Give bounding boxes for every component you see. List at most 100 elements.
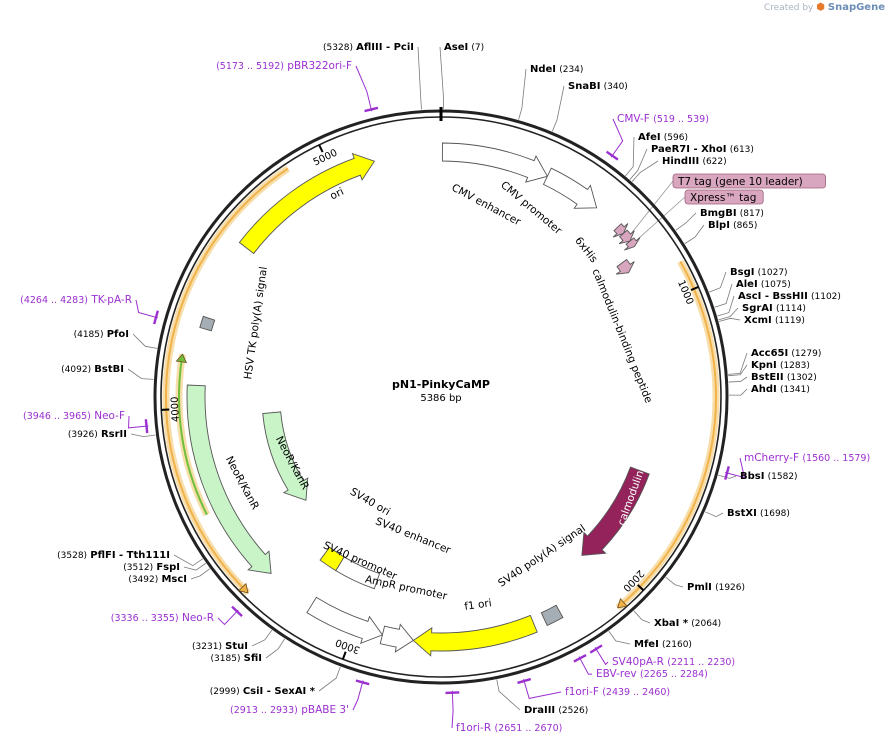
enzyme-leader-line — [318, 666, 341, 692]
enzyme-label-paer7i[interactable]: PaeR7I - XhoI (613) — [651, 144, 754, 155]
enzyme-label-ndei[interactable]: NdeI (234) — [530, 64, 583, 75]
enzyme-label-sgrai[interactable]: SgrAI (1114) — [742, 303, 806, 314]
feature-cmv-enhancer[interactable] — [441, 142, 549, 183]
enzyme-label-acc65i[interactable]: Acc65I (1279) — [751, 348, 821, 359]
enzyme-label-bbsi[interactable]: BbsI (1582) — [740, 471, 798, 482]
feature-cmv-promoter[interactable] — [542, 167, 598, 209]
enzyme-label-bsteii[interactable]: BstEII (1302) — [751, 372, 817, 383]
feature-xpress-tag[interactable] — [624, 237, 641, 251]
primer-leader-line — [451, 690, 454, 729]
plasmid-center-label: pN1-PinkyCaMP 5386 bp — [392, 378, 490, 404]
feature-sv40-promoter[interactable] — [306, 596, 384, 645]
primer-site-mark — [605, 150, 619, 161]
enzyme-leader-line — [709, 271, 727, 293]
enzyme-label-sfii[interactable]: (3185) SfiI — [211, 653, 262, 664]
enzyme-label-stui[interactable]: (3231) StuI — [192, 641, 248, 652]
enzyme-label-rsrii[interactable]: (3926) RsrII — [68, 429, 127, 440]
primer-label-pbabe-3[interactable]: (2913 .. 2933) pBABE 3' — [230, 704, 349, 716]
enzyme-leader-line — [718, 474, 737, 479]
feature-label-f1-ori: f1 ori — [464, 597, 493, 613]
primer-site-mark — [724, 465, 730, 480]
feature-ori[interactable] — [238, 152, 376, 255]
enzyme-label-bstxi[interactable]: BstXI (1698) — [727, 508, 790, 519]
enzyme-label-xcmi[interactable]: XcmI (1119) — [744, 315, 805, 326]
feature-neor-kanr[interactable] — [186, 384, 272, 575]
tick-mark-5000 — [318, 144, 324, 153]
feature-label-6xhis: 6xHis — [572, 235, 599, 265]
enzyme-leader-line — [728, 388, 748, 396]
primer-label-mcherry-f[interactable]: mCherry-F (1560 .. 1579) — [744, 452, 870, 464]
primer-site-mark — [573, 653, 587, 663]
enzyme-label-hindiii[interactable]: HindIII (622) — [662, 156, 727, 167]
feature-sv40-poly-a-signal[interactable] — [540, 604, 564, 627]
enzyme-leader-line — [625, 136, 635, 177]
enzyme-label-draiii[interactable]: DraIII (2526) — [524, 705, 588, 716]
enzyme-leader-line — [608, 630, 631, 645]
orf-arcs — [162, 165, 720, 611]
feature-ampr-promoter[interactable] — [379, 623, 415, 653]
feature-f1-ori[interactable] — [412, 614, 538, 657]
enzyme-leader-line — [629, 148, 648, 180]
primer-label-cmv-f[interactable]: CMV-F (519 .. 539) — [617, 113, 709, 125]
enzyme-label-bmgbi[interactable]: BmgBI (817) — [700, 208, 764, 219]
enzyme-label-ahdi[interactable]: AhdI (1341) — [751, 384, 810, 395]
snapgene-branding: Created by ⬢ SnapGene — [764, 2, 885, 13]
feature-calmodulin[interactable] — [581, 466, 650, 556]
enzyme-leader-line — [251, 629, 273, 647]
feature-calmodulin-binding-peptide[interactable] — [615, 258, 635, 275]
enzyme-label-alei[interactable]: AleI (1075) — [736, 279, 791, 290]
feature-neor-kanr[interactable] — [262, 411, 309, 501]
feature-6xhis[interactable] — [612, 223, 629, 238]
enzyme-leader-line — [728, 376, 748, 383]
enzyme-label-pmli[interactable]: PmlI (1926) — [687, 582, 745, 593]
orf-arrowhead — [175, 353, 187, 363]
enzyme-label-afliii[interactable]: (5328) AflIII - PciI — [323, 42, 414, 53]
enzyme-leader-line — [183, 562, 207, 571]
orf-arc — [165, 167, 289, 594]
enzyme-label-mfei[interactable]: MfeI (2160) — [634, 639, 692, 650]
enzyme-label-pfoi[interactable]: (4185) PfoI — [74, 329, 129, 340]
plasmid-name: pN1-PinkyCaMP — [392, 378, 490, 391]
primer-label-f1ori-f[interactable]: f1ori-F (2439 .. 2460) — [565, 686, 670, 698]
primer-site-mark — [152, 310, 160, 325]
enzyme-leader-line — [417, 46, 422, 110]
enzyme-label-blpi[interactable]: BlpI (865) — [708, 220, 757, 231]
enzyme-label-kpni[interactable]: KpnI (1283) — [751, 360, 810, 371]
tag-box-t7-tag-gene-10-leader[interactable] — [672, 173, 827, 189]
enzyme-label-csii[interactable]: (2999) CsiI - SexAI * — [210, 686, 316, 697]
enzyme-leader-line — [265, 638, 285, 659]
enzyme-label-afei[interactable]: AfeI (596) — [638, 132, 688, 143]
enzyme-label-snabi[interactable]: SnaBI (340) — [568, 81, 628, 92]
enzyme-label-asci[interactable]: AscI - BssHII (1102) — [738, 291, 841, 302]
feature-hsv-tk-poly-a-signal[interactable] — [199, 315, 216, 332]
primer-label-neo-r[interactable]: (3336 .. 3355) Neo-R — [111, 612, 214, 624]
primer-site-mark — [144, 419, 149, 434]
enzyme-label-bsgi[interactable]: BsgI (1027) — [730, 267, 788, 278]
primer-label-tk-pa-r[interactable]: (4264 .. 4283) TK-pA-R — [20, 294, 132, 306]
feature-sv40-ori[interactable] — [319, 546, 345, 572]
enzyme-label-msci[interactable]: (3492) MscI — [128, 574, 187, 585]
primer-site-mark — [231, 605, 243, 617]
snapgene-name: SnapGene — [827, 2, 885, 13]
enzyme-label-asei[interactable]: AseI (7) — [444, 42, 484, 53]
enzyme-leader-line — [132, 333, 158, 349]
primer-label-pbr322ori-f[interactable]: (5173 .. 5192) pBR322ori-F — [216, 60, 352, 72]
primer-site-mark — [355, 679, 370, 686]
primer-leader-line — [355, 65, 373, 112]
site-labels: (5328) AflIII - PciI AseI (7) NdeI (234) Sn… — [20, 42, 870, 734]
enzyme-leader-line — [190, 568, 211, 580]
tag-box-xpress-tag[interactable] — [684, 189, 764, 205]
enzyme-leader-line — [130, 433, 156, 438]
primer-label-f1ori-r[interactable]: f1ori-R (2651 .. 2670) — [456, 722, 562, 734]
enzyme-label-bstbi[interactable]: (4092) BstBI — [61, 364, 124, 375]
primer-label-neo-f[interactable]: (3946 .. 3965) Neo-F — [23, 410, 125, 422]
enzyme-label-fspi[interactable]: (3512) FspI — [123, 562, 180, 573]
enzyme-label-xbai[interactable]: XbaI * (2064) — [654, 618, 721, 629]
plasmid-backbone — [153, 107, 729, 685]
enzyme-label-pflfi[interactable]: (3528) PflFI - Tth111I — [57, 550, 170, 561]
primer-label-ebv-rev[interactable]: EBV-rev (2265 .. 2284) — [596, 668, 708, 680]
primer-label-sv40pa-r[interactable]: SV40pA-R (2211 .. 2230) — [612, 656, 735, 668]
feature-arcs — [186, 142, 650, 657]
feature-label-sv40-enhancer: SV40 enhancer — [374, 515, 453, 556]
feature-t7-tag-gene-10-leader[interactable] — [618, 229, 635, 245]
